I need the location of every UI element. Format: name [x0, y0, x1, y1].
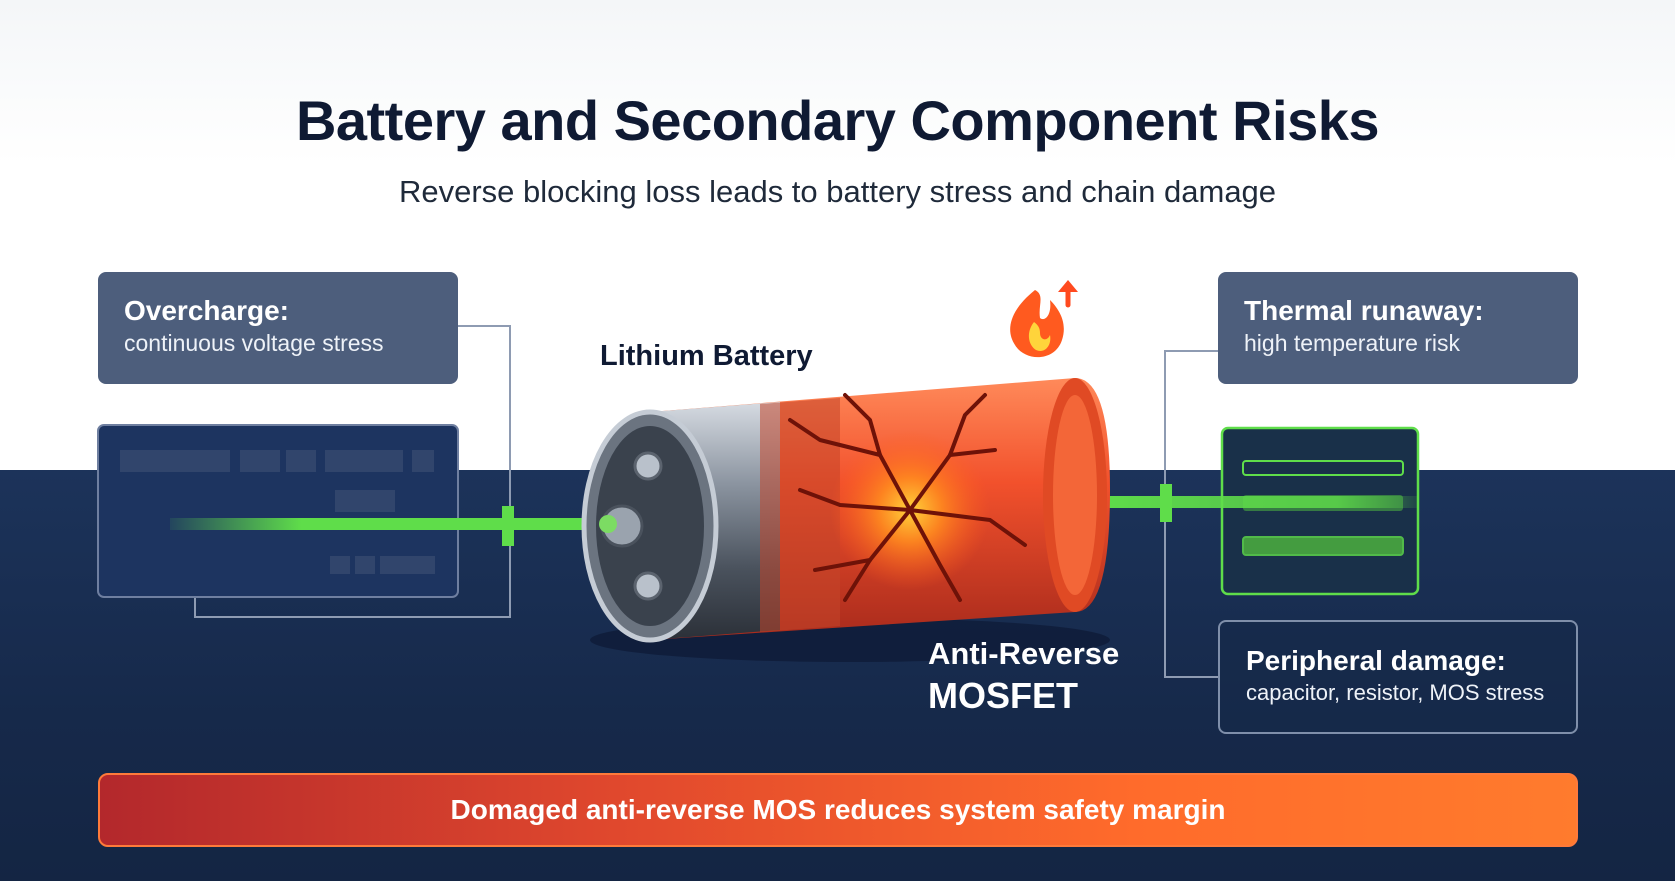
fire-icon: [1010, 290, 1064, 358]
right-green-panel: [1220, 426, 1420, 596]
safety-margin-banner: Domaged anti-reverse MOS reduces system …: [98, 773, 1578, 847]
overcharge-card: Overcharge: continuous voltage stress: [98, 272, 458, 384]
top-background: [0, 0, 1675, 470]
mosfet-label-line2: MOSFET: [928, 675, 1078, 716]
thermal-heading: Thermal runaway:: [1244, 295, 1484, 326]
green-node-right: [1160, 484, 1172, 522]
peripheral-damage-card: Peripheral damage: capacitor, resistor, …: [1218, 620, 1578, 734]
peripheral-text: capacitor, resistor, MOS stress: [1246, 680, 1545, 705]
right-connector: [1164, 350, 1218, 678]
thermal-text: high temperature risk: [1244, 330, 1461, 356]
overcharge-heading: Overcharge:: [124, 295, 289, 326]
green-current-line-right: [1098, 496, 1418, 508]
page-title: Battery and Secondary Component Risks: [295, 89, 1380, 152]
arrow-up-icon: [1058, 280, 1078, 308]
battery-cracks: [788, 393, 1027, 602]
battery-label: Lithium Battery: [600, 340, 813, 372]
overcharge-text: continuous voltage stress: [124, 330, 384, 356]
page-subtitle: Reverse blocking loss leads to battery s…: [398, 174, 1277, 209]
green-current-line-left: [170, 518, 608, 530]
mosfet-label-line1: Anti-Reverse: [928, 636, 1120, 671]
green-node-left: [502, 506, 514, 546]
left-ghost-panel: [97, 424, 459, 598]
peripheral-heading: Peripheral damage:: [1246, 645, 1506, 676]
thermal-runaway-card: Thermal runaway: high temperature risk: [1218, 272, 1578, 384]
